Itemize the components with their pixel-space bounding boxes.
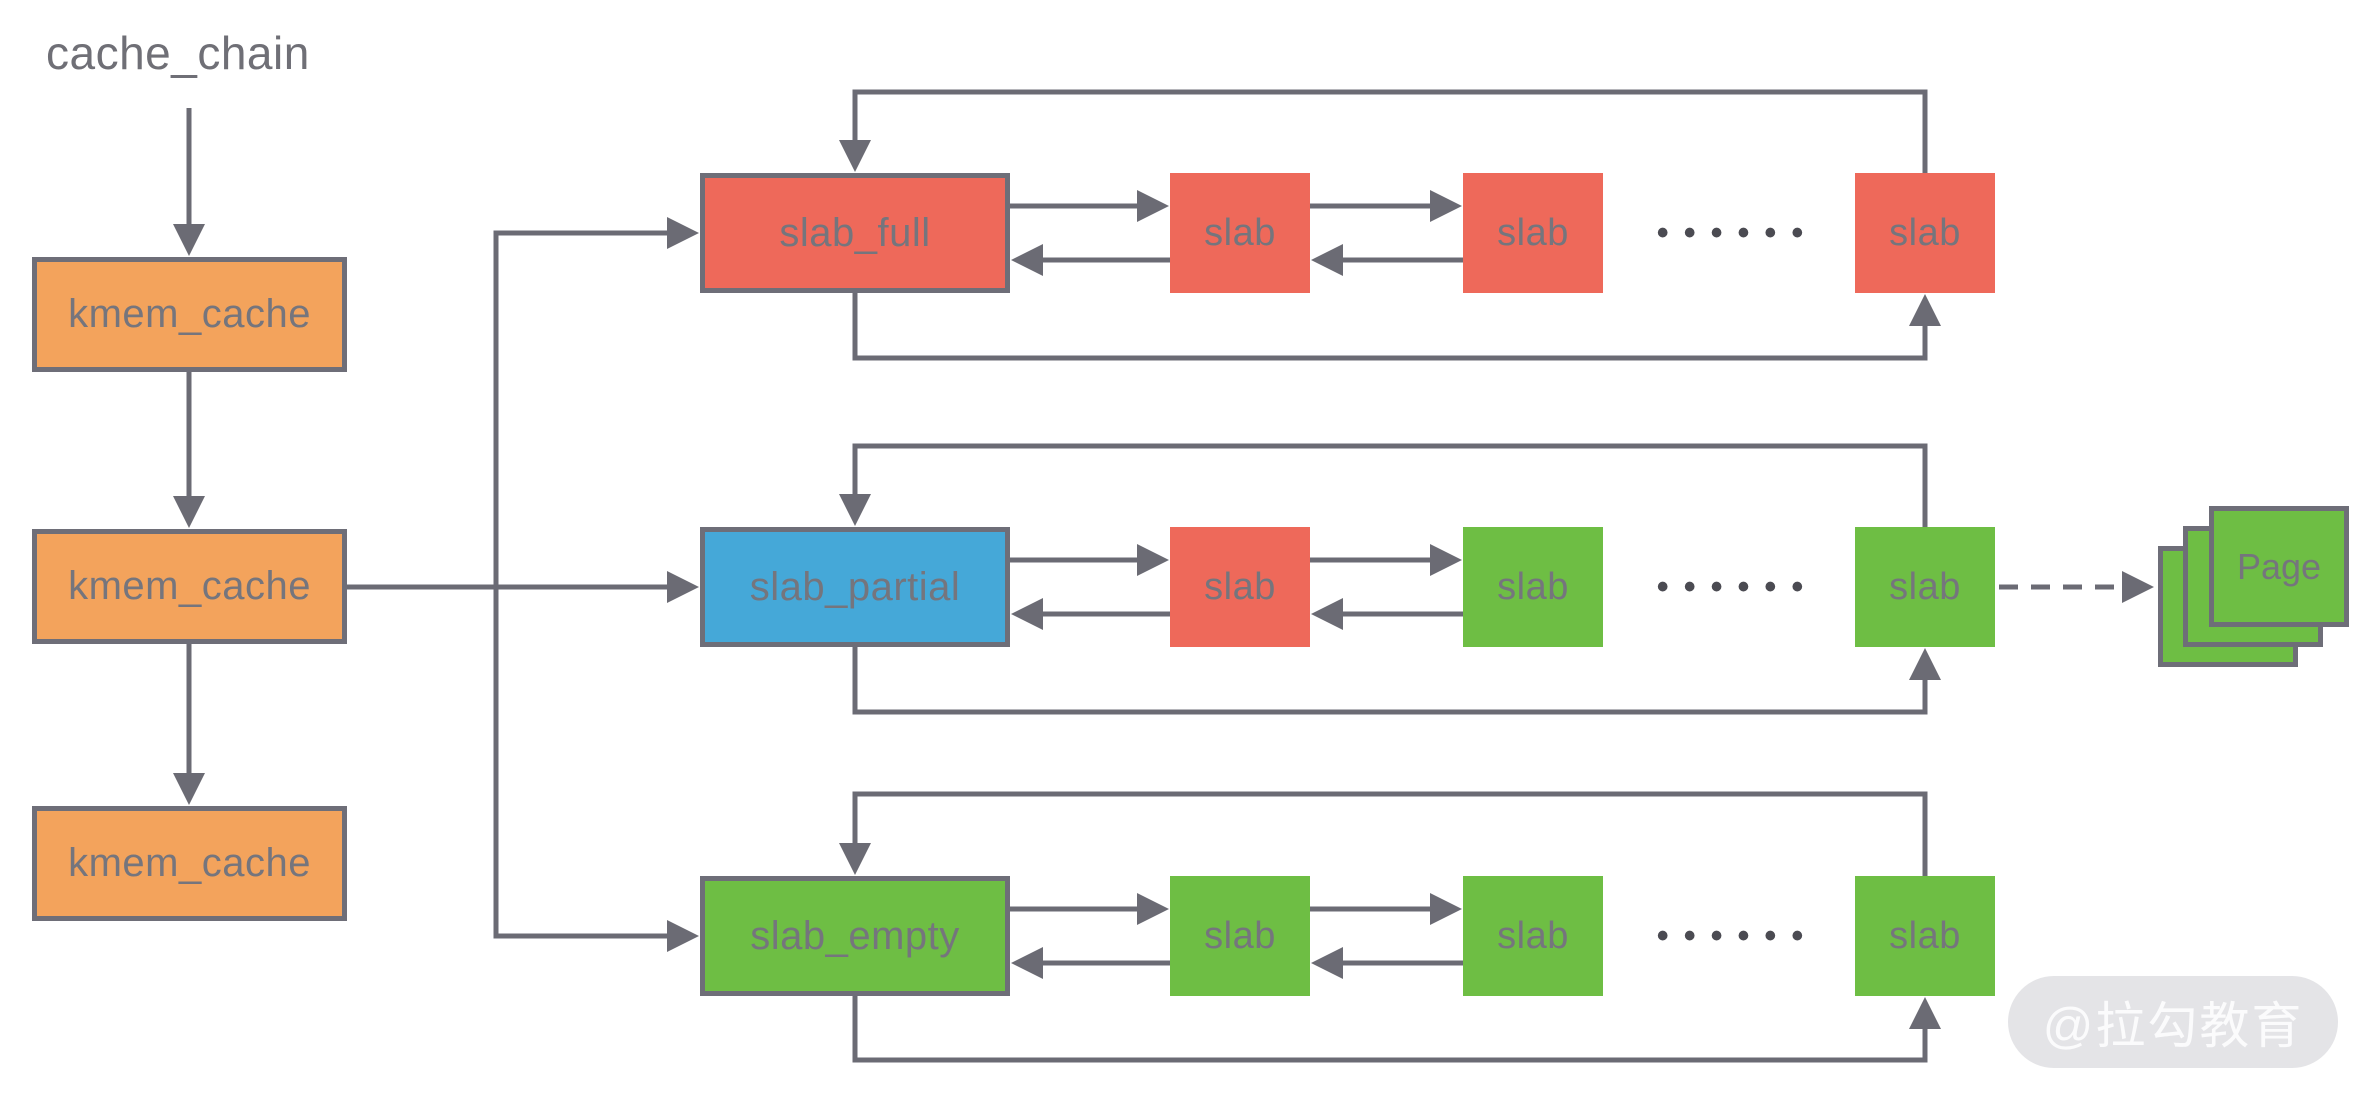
- kmem-cache-box-3: kmem_cache: [32, 806, 347, 921]
- slab-partial-label: slab_partial: [749, 564, 961, 609]
- kmem-cache-box-1-label: kmem_cache: [68, 292, 311, 336]
- loop-bottom-row3: [852, 996, 1941, 1063]
- slab-box-row3-2-label: slab: [1497, 914, 1569, 957]
- arrow-kmem2-to-slab-full: [493, 217, 699, 587]
- slab-box-row3-2: slab: [1463, 876, 1603, 996]
- slab-box-row1-3: slab: [1855, 173, 1995, 293]
- kmem-cache-box-1: kmem_cache: [32, 257, 347, 372]
- kmem-cache-box-2-label: kmem_cache: [68, 564, 311, 608]
- kmem-cache-box-2: kmem_cache: [32, 529, 347, 644]
- slab-box-row1-1-label: slab: [1204, 211, 1276, 254]
- slab-full-label: slab_full: [779, 210, 931, 255]
- slab-box-row2-1-label: slab: [1204, 565, 1276, 608]
- ellipsis-dots-row1: ••••••: [1656, 213, 1819, 252]
- loop-bottom-row2: [852, 647, 1941, 715]
- loop-bottom-row1: [852, 293, 1941, 361]
- slab-empty-label: slab_empty: [750, 913, 960, 958]
- slab-box-row2-1: slab: [1170, 527, 1310, 647]
- slab-box-row1-2-label: slab: [1497, 211, 1569, 254]
- arrow-kmem2-to-slab-empty: [493, 587, 699, 952]
- cache-chain-label: cache_chain: [46, 27, 310, 79]
- slab-partial-box: slab_partial: [700, 527, 1010, 647]
- loop-top-row3: [839, 791, 1928, 876]
- kmem-cache-box-3-label: kmem_cache: [68, 841, 311, 885]
- slab-box-row3-3-label: slab: [1889, 914, 1961, 957]
- ellipsis-dots-row2: ••••••: [1656, 567, 1819, 606]
- slab-box-row1-2: slab: [1463, 173, 1603, 293]
- slab-box-row2-3-label: slab: [1889, 565, 1961, 608]
- slab-empty-box: slab_empty: [700, 876, 1010, 996]
- page-card-front: Page: [2209, 506, 2349, 627]
- slab-full-box: slab_full: [700, 173, 1010, 293]
- slab-box-row1-3-label: slab: [1889, 211, 1961, 254]
- page-card-label: Page: [2236, 545, 2322, 587]
- slab-box-row2-3: slab: [1855, 527, 1995, 647]
- slab-box-row3-1-label: slab: [1204, 914, 1276, 957]
- watermark-badge: @拉勾教育: [2008, 976, 2338, 1068]
- ellipsis-dots-row3: ••••••: [1656, 916, 1819, 955]
- slab-box-row1-1: slab: [1170, 173, 1310, 293]
- slab-box-row3-3: slab: [1855, 876, 1995, 996]
- loop-top-row1: [839, 89, 1928, 173]
- slab-box-row2-2: slab: [1463, 527, 1603, 647]
- slab-box-row2-2-label: slab: [1497, 565, 1569, 608]
- watermark-text: @拉勾教育: [2042, 998, 2304, 1054]
- slab-box-row3-1: slab: [1170, 876, 1310, 996]
- loop-top-row2: [839, 443, 1928, 527]
